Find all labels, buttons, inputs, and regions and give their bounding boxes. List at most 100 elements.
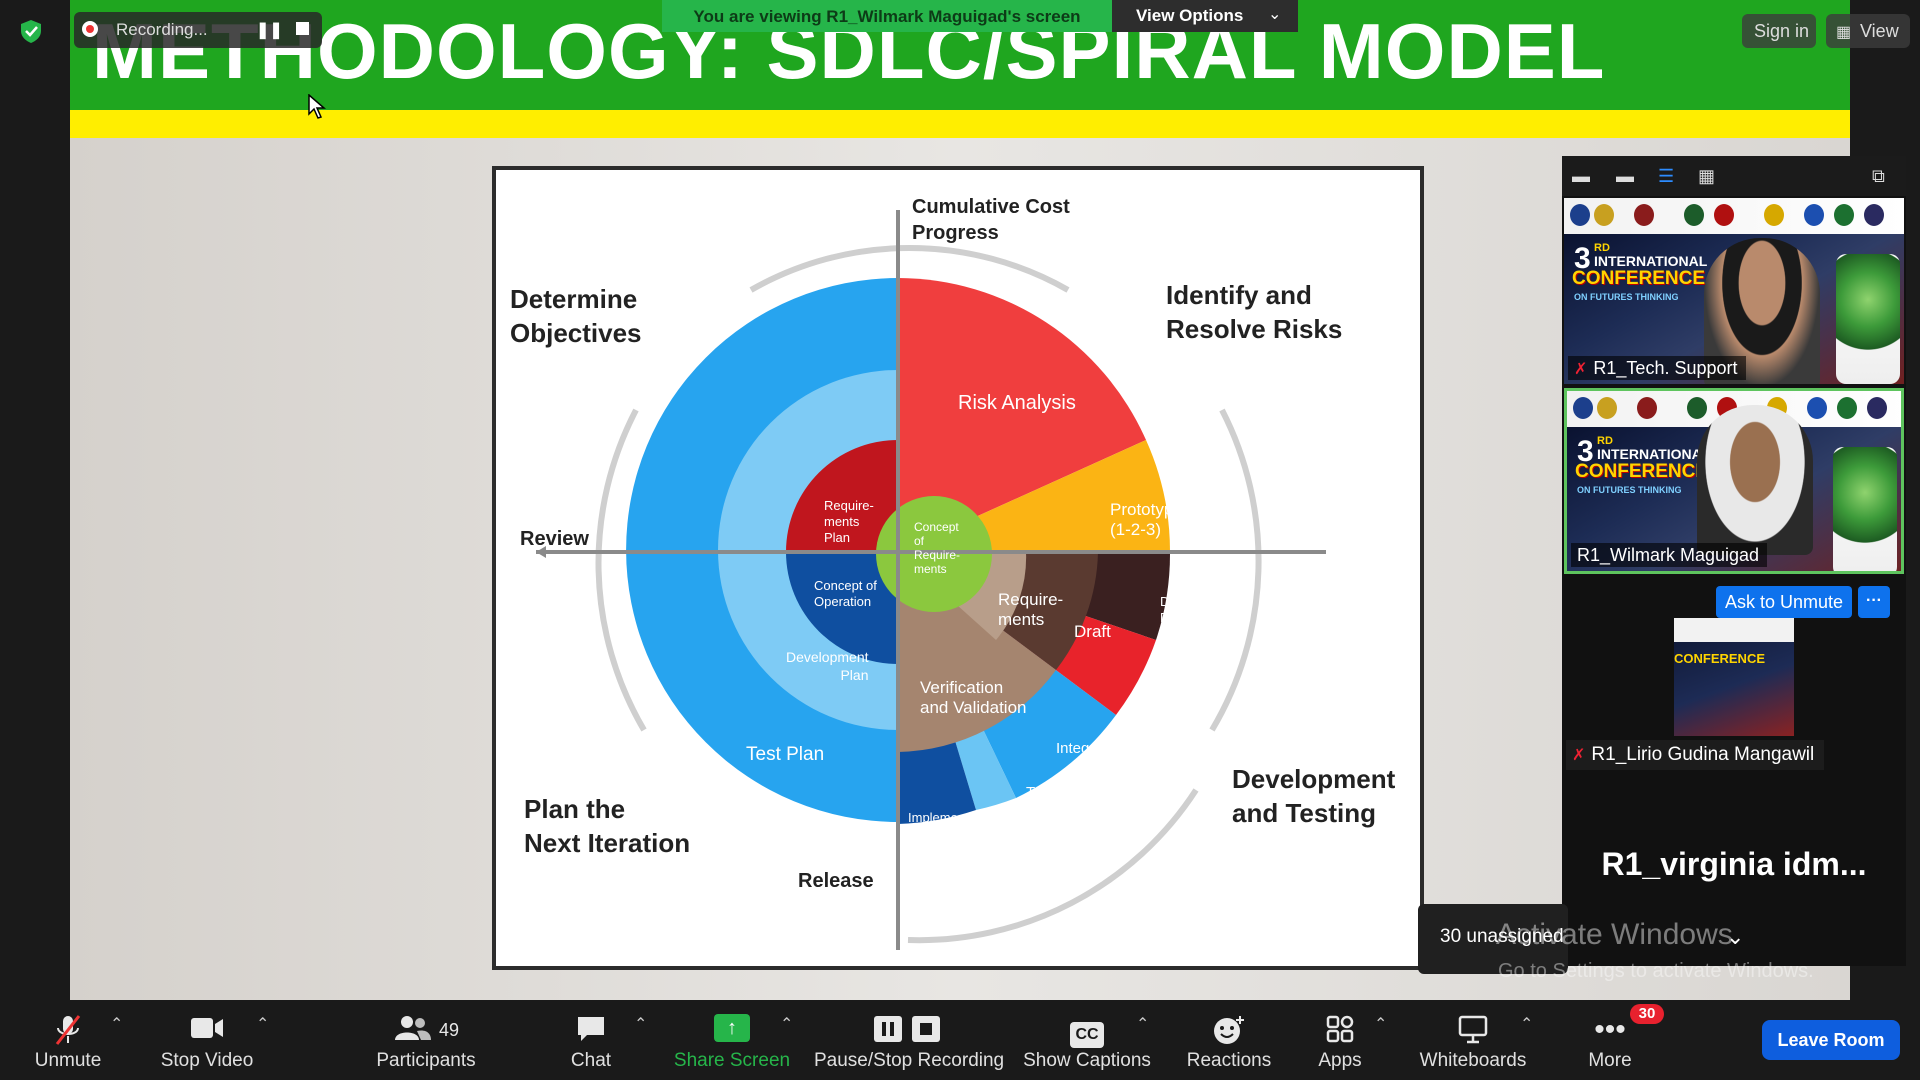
smiley-icon <box>1174 1014 1284 1053</box>
label-test-plan: Test Plan <box>746 744 825 765</box>
share-screen-label: Share Screen <box>673 1050 791 1071</box>
share-screen-icon: ↑ <box>714 1014 750 1042</box>
chevron-up-icon[interactable]: ⌃ <box>110 1016 124 1033</box>
whiteboards-button[interactable]: Whiteboards <box>1414 1000 1532 1080</box>
unmute-label: Unmute <box>34 1050 102 1071</box>
whiteboard-icon <box>1414 1014 1532 1051</box>
muted-mic-icon: ✗ <box>1572 747 1586 764</box>
segment-concept-operation <box>786 552 898 664</box>
apps-button[interactable]: Apps <box>1300 1000 1380 1080</box>
conference-number: 3 <box>1577 435 1594 468</box>
mouse-cursor-icon <box>308 94 326 119</box>
speaker-view-icon[interactable]: ☰ <box>1658 166 1675 186</box>
outer-arc-bottom <box>907 788 1199 944</box>
reactions-button[interactable]: Reactions <box>1174 1000 1284 1080</box>
recording-label: Recording... <box>116 20 208 39</box>
label-cumulative-cost: Cumulative Cost Progress <box>912 196 1070 244</box>
chevron-up-icon[interactable]: ⌃ <box>780 1016 794 1033</box>
label-release: Release <box>798 870 874 892</box>
leave-room-button[interactable]: Leave Room <box>1762 1020 1900 1060</box>
video-tile-tech-support[interactable]: 3 RD INTERNATIONAL CONFERENCE ON FUTURES… <box>1564 198 1904 384</box>
logo-icon <box>1687 397 1707 419</box>
ask-to-unmute-button[interactable]: Ask to Unmute <box>1716 586 1852 618</box>
chat-label: Chat <box>570 1050 612 1071</box>
conference-line1: INTERNATIONAL <box>1594 253 1708 269</box>
muted-mic-icon: ✗ <box>1574 361 1588 378</box>
grid-view-icon: ▦ <box>1836 24 1852 41</box>
outer-arc-right <box>1209 408 1262 732</box>
viewing-screen-text: You are viewing R1_Wilmark Maguigad's sc… <box>693 7 1081 26</box>
chevron-up-icon[interactable]: ⌃ <box>1520 1016 1534 1033</box>
video-tile-wilmark[interactable]: 3 RD INTERNATIONAL CONFERENCE ON FUTURES… <box>1564 388 1904 574</box>
spiral-diagram-svg <box>536 210 1326 950</box>
unassigned-panel[interactable]: 30 unassigned <box>1418 904 1568 974</box>
recording-indicator: Recording... ❚❚ <box>74 12 322 48</box>
share-screen-button[interactable]: ↑ Share Screen <box>672 1000 792 1080</box>
popout-icon[interactable]: ⧉ <box>1872 166 1885 186</box>
label-development-plan: Development Plan <box>786 649 869 683</box>
segment-requirements-plan <box>786 440 898 552</box>
label-determine-objectives: Determine Objectives <box>510 284 642 348</box>
logo-icon <box>1837 397 1857 419</box>
gallery-toolbar: ▬ ▬ ☰ ▦ ⧉ <box>1562 156 1906 196</box>
stop-video-button[interactable]: Stop Video <box>152 1000 262 1080</box>
chat-button[interactable]: Chat <box>546 1000 636 1080</box>
logo-icon <box>1637 397 1657 419</box>
participant-name-tag: R1_Wilmark Maguigad <box>1571 543 1768 567</box>
activate-windows-subtitle: Go to Settings to activate Windows. <box>1498 960 1814 982</box>
participants-label: Participants <box>376 1050 476 1071</box>
recording-controls-icon <box>814 1014 1004 1051</box>
pause-stop-recording-button[interactable]: Pause/Stop Recording <box>814 1000 1004 1080</box>
sign-in-button[interactable]: Sign in <box>1742 14 1816 48</box>
view-options-label: View Options <box>1136 6 1244 25</box>
participant-gallery: ▬ ▬ ☰ ▦ ⧉ 3 RD INTERNATIONAL CONFERENCE … <box>1562 156 1906 966</box>
logo-icon <box>1714 204 1734 226</box>
single-view-icon[interactable]: ▬ <box>1616 166 1634 186</box>
captions-icon: CC <box>1022 1014 1152 1048</box>
logo-icon <box>1684 204 1704 226</box>
stop-recording-icon[interactable] <box>296 22 309 35</box>
chevron-up-icon[interactable]: ⌃ <box>1136 1016 1150 1033</box>
conference-line2: CONFERENCE <box>1575 461 1709 482</box>
more-label: More <box>1588 1050 1632 1071</box>
participant-name: R1_Wilmark Maguigad <box>1577 545 1760 565</box>
view-options-button[interactable]: View Options ⌄ <box>1112 0 1298 32</box>
label-prototype: Prototype (1-2-3) <box>1110 500 1183 539</box>
outer-arc-top <box>749 245 1070 293</box>
globe-graphic <box>1833 447 1897 571</box>
sponsor-logos <box>1564 198 1904 234</box>
show-captions-button[interactable]: CC Show Captions <box>1022 1000 1152 1080</box>
logo-icon <box>1597 397 1617 419</box>
view-button[interactable]: ▦ View <box>1826 14 1910 48</box>
unassigned-label: 30 unassigned <box>1440 926 1564 947</box>
conference-line1: INTERNATIONAL <box>1597 446 1711 462</box>
participants-button[interactable]: 49 Participants <box>370 1000 482 1080</box>
meeting-toolbar: Unmute ⌃ Stop Video ⌃ 49 Participants Ch… <box>0 1000 1920 1080</box>
grid-view-icon[interactable]: ▦ <box>1698 166 1716 186</box>
minimize-icon[interactable]: ▬ <box>1572 166 1590 186</box>
logo-icon <box>1834 204 1854 226</box>
more-options-button[interactable]: ··· <box>1858 586 1890 618</box>
segment-risk-analysis <box>898 278 1146 552</box>
pause-recording-icon[interactable]: ❚❚ <box>256 22 283 39</box>
spiral-model-diagram: Cumulative Cost Progress Determine Objec… <box>492 166 1424 970</box>
unmute-button[interactable]: Unmute <box>20 1000 116 1080</box>
participant-name-tag: ✗R1_Tech. Support <box>1568 356 1746 380</box>
chevron-down-icon[interactable]: ⌄ <box>1726 924 1745 949</box>
participant-name: R1_Lirio Gudina Mangawil <box>1591 744 1815 765</box>
viewing-screen-banner: You are viewing R1_Wilmark Maguigad's sc… <box>662 0 1112 32</box>
chevron-up-icon[interactable]: ⌃ <box>256 1016 270 1033</box>
logo-icon <box>1807 397 1827 419</box>
chevron-up-icon[interactable]: ⌃ <box>634 1016 648 1033</box>
shield-check-icon[interactable] <box>18 18 44 44</box>
chevron-up-icon[interactable]: ⌃ <box>1374 1016 1388 1033</box>
outer-arc-left <box>595 408 647 732</box>
recording-dot-icon <box>82 21 98 37</box>
participants-count: 49 <box>438 1020 460 1040</box>
more-button[interactable]: ••• More <box>1570 1000 1650 1080</box>
reactions-label: Reactions <box>1186 1050 1272 1071</box>
label-test: Test <box>1026 784 1054 801</box>
label-requirements-plan: Require- ments Plan <box>824 498 874 545</box>
logo-icon <box>1764 204 1784 226</box>
label-identify-risks: Identify and Resolve Risks <box>1166 280 1343 344</box>
